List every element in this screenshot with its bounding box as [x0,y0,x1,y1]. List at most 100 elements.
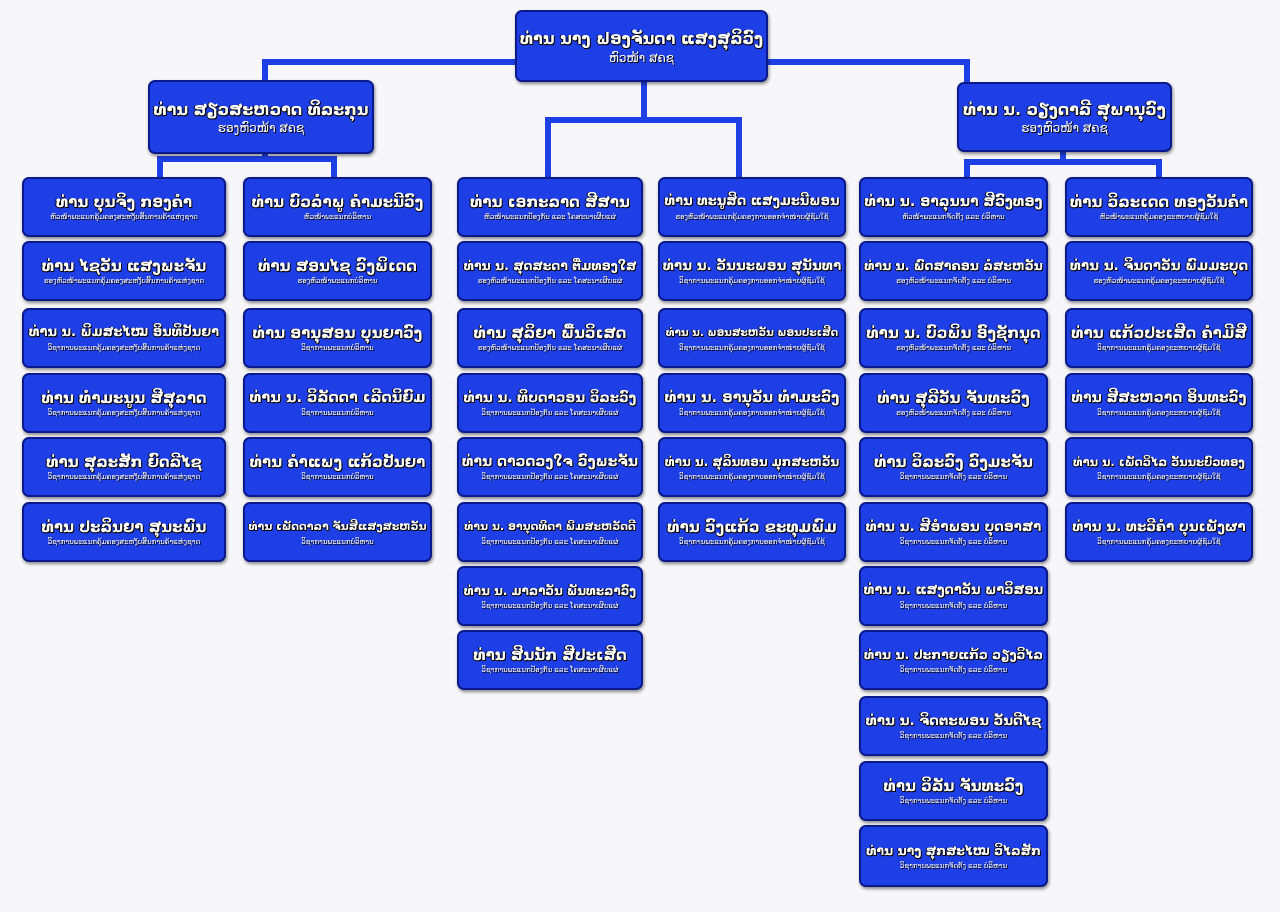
person-role: ວິຊາການພະແນກຈັດຕັ້ງ ແລະ ບໍລິຫານ [899,537,1008,546]
person-name: ທ່ານ ນ. ອານຸວັນ ທຳມະວົງ [664,389,840,406]
person-name: ທ່ານ ດາວດວງໃຈ ວົງພະຈັນ [461,453,639,470]
person-role: ວິຊາການພະແນກຈັດຕັ້ງ ແລະ ບໍລິຫານ [899,731,1008,740]
staff-box: ທ່ານ ເອກະລາດ ສີສານຫົວໜ້າພະແນກປ້ອງກັນ ແລະ… [457,177,643,237]
deputy-box: ທ່ານ ສຽວສະຫວາດ ທິລະກຸນ ຮອງຫົວໜ້າ ສຄຊ [148,80,374,154]
connector-line [964,59,970,85]
staff-box: ທ່ານ ນາງ ສຸກສະໄໝ ວິໄລສັກວິຊາການພະແນກຈັດຕ… [859,825,1048,887]
staff-box: ທ່ານ ນ. ບົວພິນ ອົງຊັກນຸດຮອງຫົວໜ້າພະແນກຈັ… [859,308,1048,368]
staff-box: ທ່ານ ນ. ອາລຸນນາ ສີວົງທອງຫົວໜ້າພະແນກຈັດຕັ… [859,177,1048,237]
person-role: ວິຊາການພະແນກຄຸ້ມຄອງສະຫງັບສິ້ນການຄ້າແຫ່ງຊ… [47,343,201,352]
person-name: ທ່ານ ສຸລະສັກ ຍົດລີໄຊ [46,452,202,471]
staff-box: ທ່ານ ນ. ທິບດາວອນ ວິລະວົງວິຊາການພະແນກປ້ອງ… [457,373,643,433]
staff-box: ທ່ານ ເພັດດາລາ ຈັນສີແສງສະຫວັນວິຊາການພະແນກ… [243,502,432,562]
staff-box: ທ່ານ ນ. ພິມສະໄໝ ອິນທິປັນຍາວິຊາການພະແນກຄຸ… [22,308,226,368]
staff-box: ທ່ານ ນ. ສຸດສະດາ ຕື່ມທອງໃສຮອງຫົວໜ້າພະແນກປ… [457,241,643,301]
staff-box: ທ່ານ ສອນໄຊ ວົງພິເດດຮອງຫົວໜ້າພະແນກບໍລິຫານ [243,241,432,301]
person-name: ທ່ານ ນ. ທະວີຄຳ ບຸນເພັງຜາ [1072,518,1246,535]
person-name: ທ່ານ ນ. ເພັດວິໄລ ວັນນະບົວທອງ [1073,454,1245,469]
person-role: ຮອງຫົວໜ້າພະແນກຈັດຕັ້ງ ແລະ ບໍລິຫານ [896,343,1011,352]
person-role: ຮອງຫົວໜ້າພະແນກຈັດຕັ້ງ ແລະ ບໍລິຫານ [896,408,1011,417]
person-role: ຫົວໜ້າ ສຄຊ [609,50,674,65]
person-role: ວິຊາການພະແນກປ້ອງກັນ ແລະ ໂຄສະນາເຜີຍແຜ່ [481,601,619,610]
staff-box: ທ່ານ ນ. ພົດສາຄອນ ລໍສະຫວັນຮອງຫົວໜ້າພະແນກຈ… [859,241,1048,301]
person-name: ທ່ານ ນ. ວຽງດາລີ ສຸພານຸວົງ [963,100,1166,119]
staff-box: ທ່ານ ນ. ຈິດຕະພອນ ວັນດີໄຊວິຊາການພະແນກຈັດຕ… [859,696,1048,756]
connector-line [262,150,268,160]
person-role: ວິຊາການພະແນກບໍລິຫານ [301,408,374,417]
connector-line [545,117,742,123]
staff-box: ທ່ານ ສຸລະສັກ ຍົດລີໄຊວິຊາການພະແນກຄຸ້ມຄອງສ… [22,437,226,497]
person-name: ທ່ານ ນ. ວັນນະພອນ ສຸນັນທາ [662,257,842,274]
person-role: ວິຊາການພະແນກຈັດຕັ້ງ ແລະ ບໍລິຫານ [899,601,1008,610]
staff-box: ທ່ານ ນ. ສີອຳພອນ ບຸດອາສາວິຊາການພະແນກຈັດຕັ… [859,502,1048,562]
person-name: ທ່ານ ນ. ປະກາຍແກ້ວ ວຽງວິໄລ [864,646,1043,662]
staff-box: ທ່ານ ວິລັນ ຈັນທະວົງວິຊາການພະແນກຈັດຕັ້ງ ແ… [859,761,1048,821]
person-name: ທ່ານ ນ. ຈິນດາວັນ ພົມມະບຸດ [1069,257,1249,274]
person-name: ທ່ານ ນ. ອານຸດທິດາ ພິມສະຫວັດດີ [464,519,636,533]
staff-box: ທ່ານ ນ. ທະວີຄຳ ບຸນເພັງຜາວິຊາການພະແນກຄຸ້ມ… [1065,502,1253,562]
connector-line [331,156,337,179]
staff-box: ທ່ານ ນ. ອານຸດທິດາ ພິມສະຫວັດດີວິຊາການພະແນ… [457,502,643,562]
person-role: ວິຊາການພະແນກປ້ອງກັນ ແລະ ໂຄສະນາເຜີຍແຜ່ [481,537,619,546]
person-name: ທ່ານ ໄຊວັນ ແສງພະຈັນ [41,256,207,275]
connector-line [964,159,970,179]
staff-box: ທ່ານ ນ. ຈິນດາວັນ ພົມມະບຸດຮອງຫົວໜ້າພະແນກຄ… [1065,241,1253,301]
staff-box: ທ່ານ ນ. ສຸລິນທອນ ມຸກສະຫວັນວິຊາການພະແນກຄຸ… [658,437,846,497]
person-role: ວິຊາການພະແນກຄຸ້ມຄອງການອອກຈຳໜ່າຍຜູ້ຊົມໃຊ້ [679,472,825,481]
person-role: ວິຊາການພະແນກຄຸ້ມຄອງຂະຫຍາຍຜູ້ຊົມໃຊ້ [1097,472,1221,481]
person-name: ທ່ານ ບົວລຳພູ ຄຳມະນີວົງ [251,192,424,211]
person-name: ທ່ານ ນາງ ສຸກສະໄໝ ວິໄລສັກ [866,842,1041,858]
person-name: ທ່ານ ນ. ແສງດາວັນ ພາວິສອນ [863,582,1044,598]
person-role: ວິຊາການພະແນກປ້ອງກັນ ແລະ ໂຄສະນາເຜີຍແຜ່ [481,665,619,674]
connector-line [545,117,551,179]
person-role: ວິຊາການພະແນກບໍລິຫານ [301,343,374,352]
person-name: ທ່ານ ສຸລິຍາ ພື້ນວິເສດ [473,323,627,342]
staff-box: ທ່ານ ດາວດວງໃຈ ວົງພະຈັນວິຊາການພະແນກປ້ອງກັ… [457,437,643,497]
staff-box: ທ່ານ ນ. ມາລາວັນ ພັນທະລາວົງວິຊາການພະແນກປ້… [457,566,643,626]
person-name: ທ່ານ ປະລິນຍາ ສຸນະພົນ [41,517,207,536]
person-role: ວິຊາການພະແນກບໍລິຫານ [301,537,374,546]
staff-box: ທ່ານ ນ. ວິລັດດາ ເລີດນິຍົມວິຊາການພະແນກບໍລ… [243,373,432,433]
connector-line [964,159,1162,165]
staff-box: ທ່ານ ແກ້ວປະເສີດ ຄຳມີສີວິຊາການພະແນກຄຸ້ມຄອ… [1065,308,1253,368]
person-name: ທ່ານ ນາງ ຟອງຈັນດາ ແສງສຸລິວົງ [519,28,764,48]
staff-box: ທ່ານ ທຳມະນູນ ສີສຸລາດວິຊາການພະແນກຄຸ້ມຄອງສ… [22,373,226,433]
person-role: ຮອງຫົວໜ້າ ສຄຊ [217,121,305,135]
person-name: ທ່ານ ອານຸສອນ ບຸນຍາວົງ [252,323,423,342]
person-role: ວິຊາການພະແນກບໍລິຫານ [301,472,374,481]
person-role: ວິຊາການພະແນກຄຸ້ມຄອງສະຫງັບສິ້ນການຄ້າແຫ່ງຊ… [47,472,201,481]
person-role: ວິຊາການພະແນກປ້ອງກັນ ແລະ ໂຄສະນາເຜີຍແຜ່ [481,408,619,417]
staff-box: ທ່ານ ໄຊວັນ ແສງພະຈັນຮອງຫົວໜ້າພະແນກຄຸ້ມຄອງ… [22,241,226,301]
connector-line [262,59,268,83]
person-name: ທ່ານ ນ. ບົວພິນ ອົງຊັກນຸດ [866,323,1041,342]
staff-box: ທ່ານ ນ. ພອນສະຫວັນ ພອນປະເສີດວິຊາການພະແນກຄ… [658,308,846,368]
person-name: ທ່ານ ແກ້ວປະເສີດ ຄຳມີສີ [1071,323,1247,342]
person-name: ທ່ານ ນ. ສີອຳພອນ ບຸດອາສາ [865,518,1042,535]
person-role: ວິຊາການພະແນກຄຸ້ມຄອງການອອກຈຳໜ່າຍຜູ້ຊົມໃຊ້ [679,343,825,352]
person-role: ຫົວໜ້າພະແນກຄຸ້ມຄອງຂະຫຍາຍຜູ້ຊົມໃຊ້ [1099,212,1219,221]
person-role: ວິຊາການພະແນກຈັດຕັ້ງ ແລະ ບໍລິຫານ [899,796,1008,805]
staff-box: ທ່ານ ນ. ວັນນະພອນ ສຸນັນທາວິຊາການພະແນກຄຸ້ມ… [658,241,846,301]
person-name: ທ່ານ ນ. ຈິດຕະພອນ ວັນດີໄຊ [865,712,1042,729]
person-name: ທ່ານ ວົງແກ້ວ ຂະທຸມພົມ [667,517,837,536]
person-role: ວິຊາການພະແນກຄຸ້ມຄອງຂະຫຍາຍຜູ້ຊົມໃຊ້ [1097,343,1221,352]
connector-line [157,156,337,162]
person-role: ວິຊາການພະແນກຄຸ້ມຄອງສະຫງັບສິ້ນການຄ້າແຫ່ງຊ… [47,537,201,546]
person-name: ທ່ານ ວິລະເດດ ທອງວັນຄຳ [1069,192,1248,211]
staff-box: ທ່ານ ນ. ແສງດາວັນ ພາວິສອນວິຊາການພະແນກຈັດຕ… [859,566,1048,626]
staff-box: ທ່ານ ນ. ເພັດວິໄລ ວັນນະບົວທອງວິຊາການພະແນກ… [1065,437,1253,497]
person-role: ຮອງຫົວໜ້າພະແນກບໍລິຫານ [297,276,378,285]
staff-box: ທ່ານ ບຸນຈິງ ກອງຄຳຫົວໜ້າພະແນກຄຸ້ມຄອງສະຫງັ… [22,177,226,237]
staff-box: ທ່ານ ທະນູສິດ ແສງມະນີພອນຮອງຫົວໜ້າພະແນກຄຸ້… [658,177,846,237]
staff-box: ທ່ານ ວົງແກ້ວ ຂະທຸມພົມວິຊາການພະແນກຄຸ້ມຄອງ… [658,502,846,562]
person-name: ທ່ານ ນ. ທິບດາວອນ ວິລະວົງ [463,389,637,406]
person-role: ວິຊາການພະແນກຈັດຕັ້ງ ແລະ ບໍລິຫານ [899,861,1008,870]
connector-line [641,80,647,120]
staff-box: ທ່ານ ບົວລຳພູ ຄຳມະນີວົງຫົວໜ້າພະແນກບໍລິຫານ [243,177,432,237]
person-name: ທ່ານ ສິນນັກ ສີປະເສີດ [473,645,627,664]
connector-line [736,117,742,179]
staff-box: ທ່ານ ວິລະວົງ ວົງມະຈັນວິຊາການພະແນກຈັດຕັ້ງ… [859,437,1048,497]
director-box: ທ່ານ ນາງ ຟອງຈັນດາ ແສງສຸລິວົງ ຫົວໜ້າ ສຄຊ [515,10,768,82]
person-role: ວິຊາການພະແນກປ້ອງກັນ ແລະ ໂຄສະນາເຜີຍແຜ່ [481,472,619,481]
